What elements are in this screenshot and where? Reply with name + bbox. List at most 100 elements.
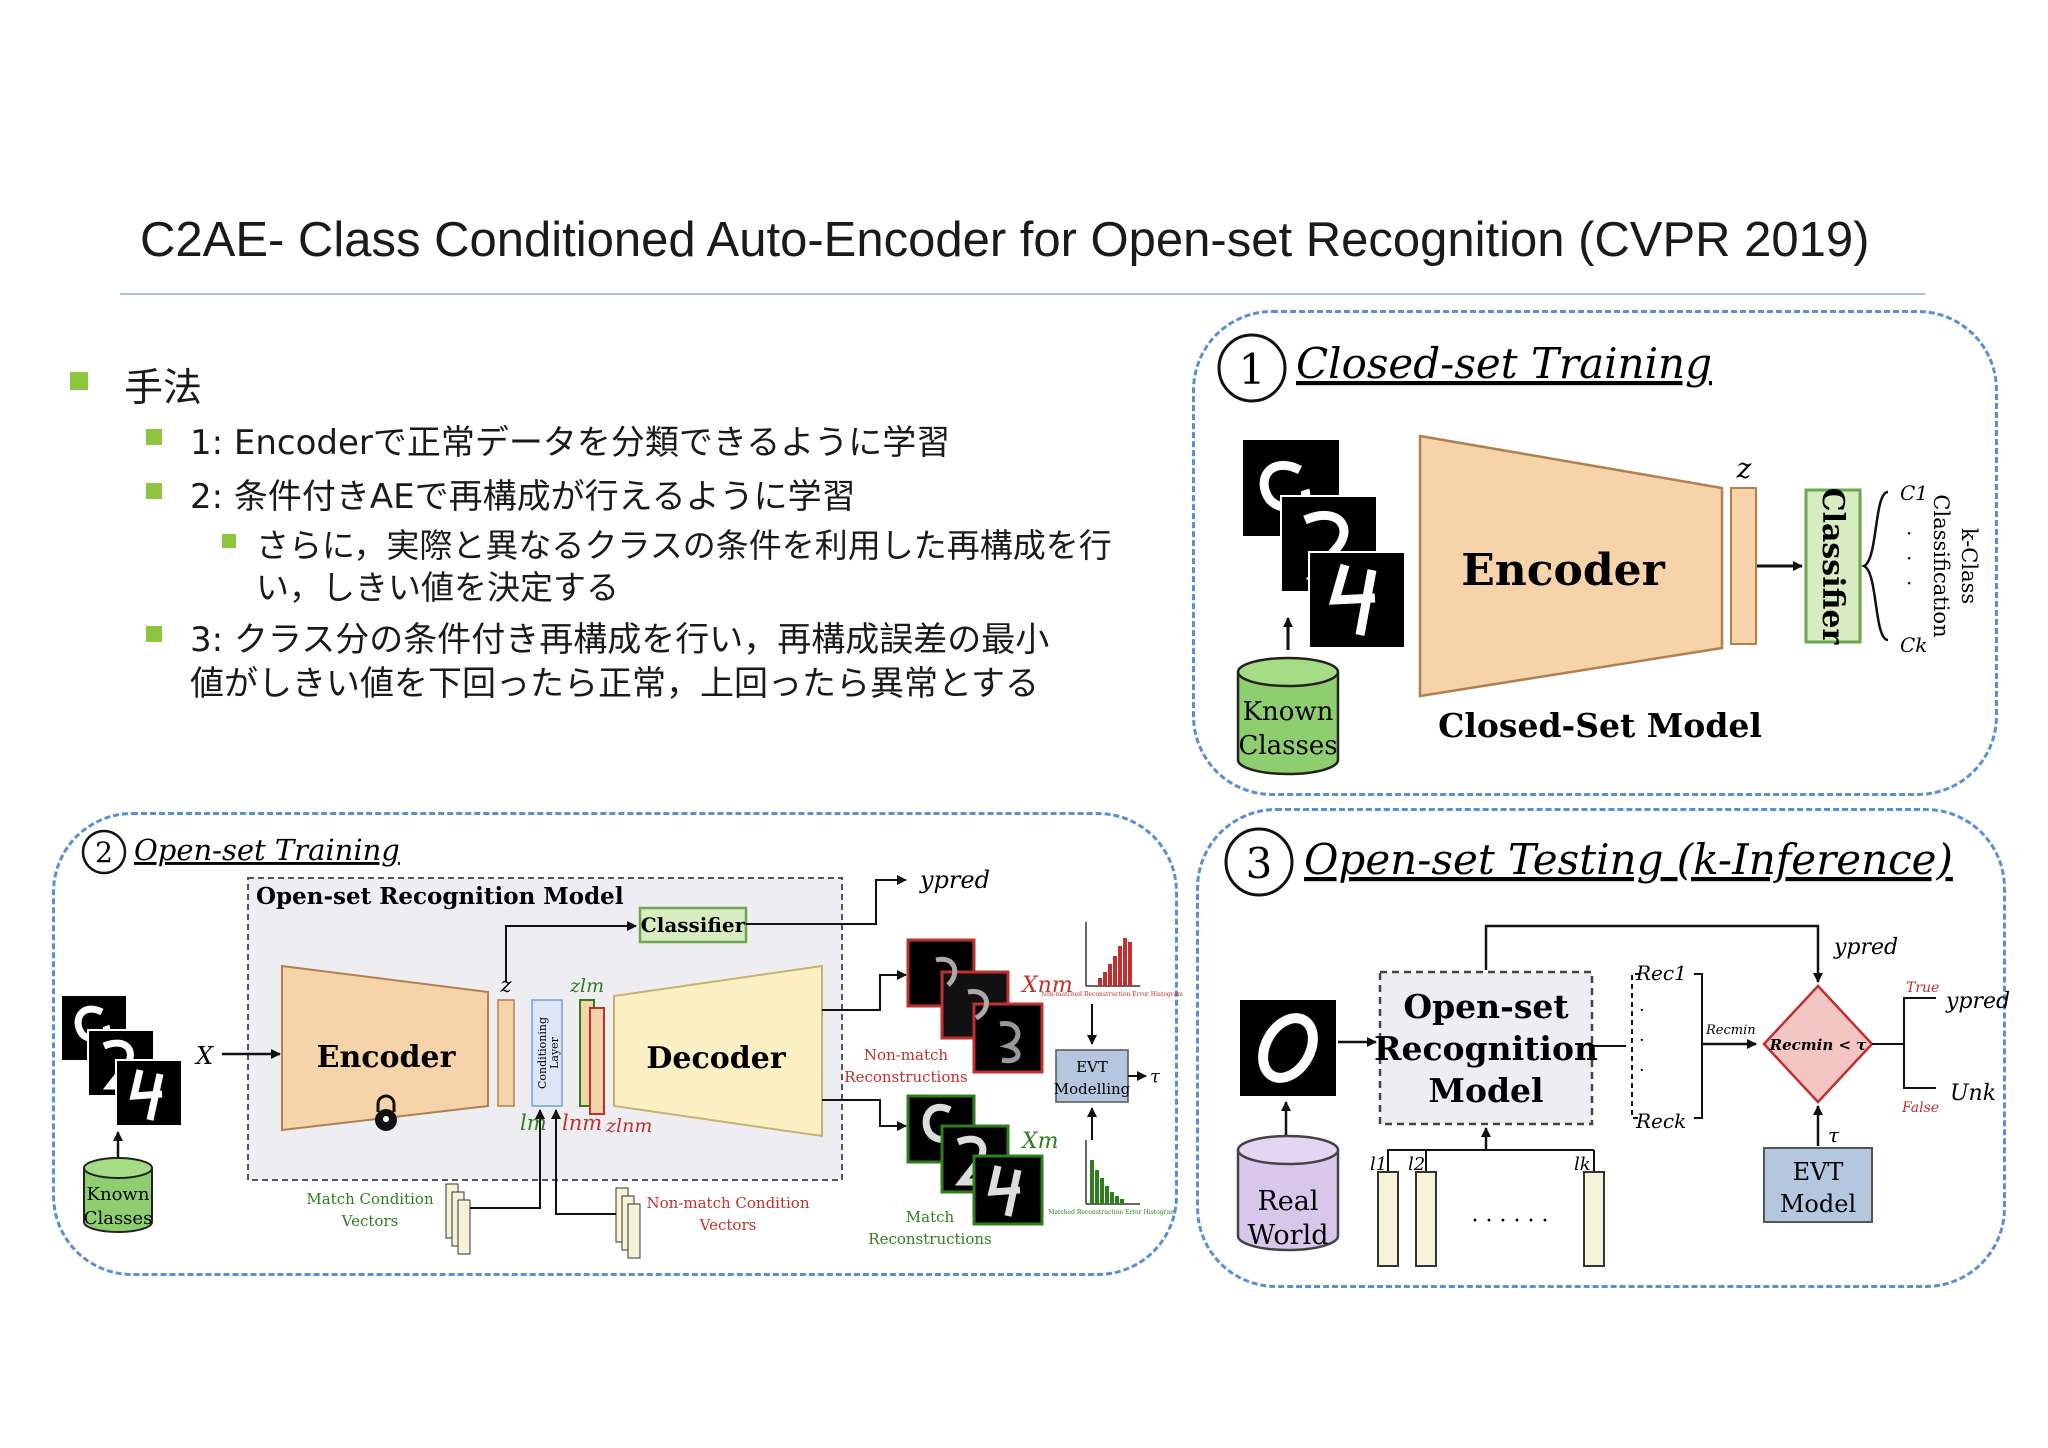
osr-label-2: Recognition xyxy=(1374,1029,1598,1068)
kclass-label-1: k-Class xyxy=(1957,528,1981,604)
svg-text:·: · xyxy=(1906,571,1912,595)
lock-icon xyxy=(375,1094,397,1131)
evt-modelling-label-1: EVT xyxy=(1076,1058,1108,1076)
panel3-ypred-top: ypred xyxy=(1833,935,1898,960)
bullet-method: 手法 xyxy=(124,366,203,411)
bullet-marker xyxy=(70,372,88,390)
nonmatch-rec-label-2: Reconstructions xyxy=(844,1068,967,1086)
xnm-label: Xnm xyxy=(1020,973,1073,998)
vector-ellipsis: · · · · · · xyxy=(1472,1209,1549,1234)
osr-label-1: Open-set xyxy=(1403,987,1569,1026)
svg-text:·: · xyxy=(1639,1060,1645,1081)
bullet-step2: 2: 条件付きAEで再構成が行えるように学習 xyxy=(190,477,856,517)
panel1-heading: Closed-set Training xyxy=(1296,339,1712,388)
output-brace xyxy=(1860,490,1889,642)
unk-label: Unk xyxy=(1950,1081,1996,1106)
match-histogram-caption: Matched Reconstruction Error Histogram xyxy=(1048,1209,1176,1216)
known-digit-images xyxy=(1243,440,1406,649)
test-digit-image xyxy=(1240,1000,1336,1096)
bullet-step2-sub-line1: さらに，実際と異なるクラスの条件を利用した再構成を行 xyxy=(256,526,1112,565)
latent-z-label: z xyxy=(1736,452,1752,485)
match-cv-label-1: Match Condition xyxy=(306,1190,434,1208)
input-x-label: X xyxy=(194,1042,214,1070)
panel1-number-badge: 1 xyxy=(1217,333,1287,403)
lm-label: lm xyxy=(520,1111,547,1135)
classifier-block xyxy=(1804,488,1862,644)
panel1-number: 1 xyxy=(1239,345,1266,394)
panel2-known-label-2: Classes xyxy=(84,1208,153,1229)
svg-text:·: · xyxy=(1906,521,1912,545)
evt-model-label-2: Model xyxy=(1780,1190,1856,1218)
bullet-marker xyxy=(146,483,162,499)
evt-model-label-1: EVT xyxy=(1793,1158,1844,1186)
panel2-classifier-label: Classifier xyxy=(641,913,746,937)
match-reconstruction-images xyxy=(906,1094,1044,1226)
conditioning-layer xyxy=(531,999,563,1107)
evt-modelling-label-2: Modelling xyxy=(1054,1080,1131,1098)
bullet-step3-line2: 値がしきい値を下回ったら正常，上回ったら異常とする xyxy=(190,664,1039,704)
real-world-database: Real World xyxy=(1236,1134,1340,1252)
match-error-histogram xyxy=(1085,1140,1140,1205)
known-label-1: Known xyxy=(1243,697,1334,727)
panel2-latent-z xyxy=(497,999,515,1107)
match-rec-label-1: Match xyxy=(906,1208,955,1226)
bullet-marker xyxy=(146,626,162,642)
encoder-label: Encoder xyxy=(1461,545,1665,596)
known-classes-database: Known Classes xyxy=(1236,656,1340,776)
panel2-number: 2 xyxy=(95,836,113,869)
recmin-label: Recmin xyxy=(1705,1023,1756,1038)
conditioning-label-2: Layer xyxy=(548,1036,561,1069)
encoder-block xyxy=(1418,434,1724,698)
conditioning-label-1: Conditioning xyxy=(536,1017,549,1089)
panel2-digit-images xyxy=(62,996,183,1127)
known-label-2: Classes xyxy=(1238,731,1337,761)
bullet-step1: 1: Encoderで正常データを分類できるように学習 xyxy=(190,423,951,463)
real-world-label-2: World xyxy=(1248,1220,1329,1251)
zlnm-label: zlnm xyxy=(605,1115,652,1137)
svg-text:·: · xyxy=(1639,1030,1645,1051)
decoder-label: Decoder xyxy=(646,1041,786,1076)
panel2-known-label-1: Known xyxy=(87,1184,150,1205)
decoder-block xyxy=(613,964,823,1138)
nonmatch-rec-label-1: Non-match xyxy=(864,1046,948,1064)
svg-text:·: · xyxy=(1906,546,1912,570)
false-label: False xyxy=(1901,1100,1939,1116)
nonmatch-error-histogram xyxy=(1085,922,1140,987)
decision-label: Recmin < τ xyxy=(1769,1036,1868,1054)
panel3-heading: Open-set Testing (k-Inference) xyxy=(1304,835,1953,884)
kclass-label-2: Classification xyxy=(1929,494,1953,637)
panel-open-set-testing xyxy=(1196,808,2006,1288)
title-divider xyxy=(120,293,1925,295)
latent-zlnm xyxy=(589,1007,605,1115)
classifier-label: Classifier xyxy=(1815,488,1850,646)
panel2-ypred: ypred xyxy=(919,866,990,894)
bullet-marker xyxy=(222,534,236,548)
panel3-number-badge xyxy=(1224,827,1294,897)
panel2-number-badge xyxy=(81,829,127,875)
slide-title: C2AE- Class Conditioned Auto-Encoder for… xyxy=(140,213,1870,267)
xm-label: Xm xyxy=(1020,1129,1059,1154)
threshold-decision xyxy=(1762,984,1874,1104)
condition-vectors-l xyxy=(1377,1171,1605,1267)
panel3-ypred-output: ypred xyxy=(1945,989,2010,1014)
panel2-z-label: z xyxy=(499,973,512,997)
nonmatch-histogram-caption: Non-matched Reconstruction Error Histogr… xyxy=(1041,991,1183,998)
match-cv-label-2: Vectors xyxy=(341,1212,399,1230)
nonmatch-reconstruction-images xyxy=(906,938,1044,1074)
l2-label: l2 xyxy=(1408,1154,1425,1175)
bullet-marker xyxy=(146,429,162,445)
panel2-encoder-label: Encoder xyxy=(317,1040,457,1075)
bullet-step2-sub-line2: い，しきい値を決定する xyxy=(256,568,619,607)
lnm-label: lnm xyxy=(562,1111,602,1135)
closed-set-model-label: Closed-Set Model xyxy=(1438,706,1762,745)
nonmatch-condition-vectors xyxy=(615,1187,641,1259)
open-set-model-title: Open-set Recognition Model xyxy=(256,883,624,910)
true-label: True xyxy=(1906,980,1939,996)
l1-label: l1 xyxy=(1370,1154,1387,1175)
evt-modelling-block xyxy=(1055,1049,1129,1103)
output-c1: C1 xyxy=(1900,481,1928,505)
evt-model-block xyxy=(1763,1147,1873,1223)
panel3-number: 3 xyxy=(1246,839,1273,888)
panel2-known-classes-database: Known Classes xyxy=(83,1157,153,1233)
